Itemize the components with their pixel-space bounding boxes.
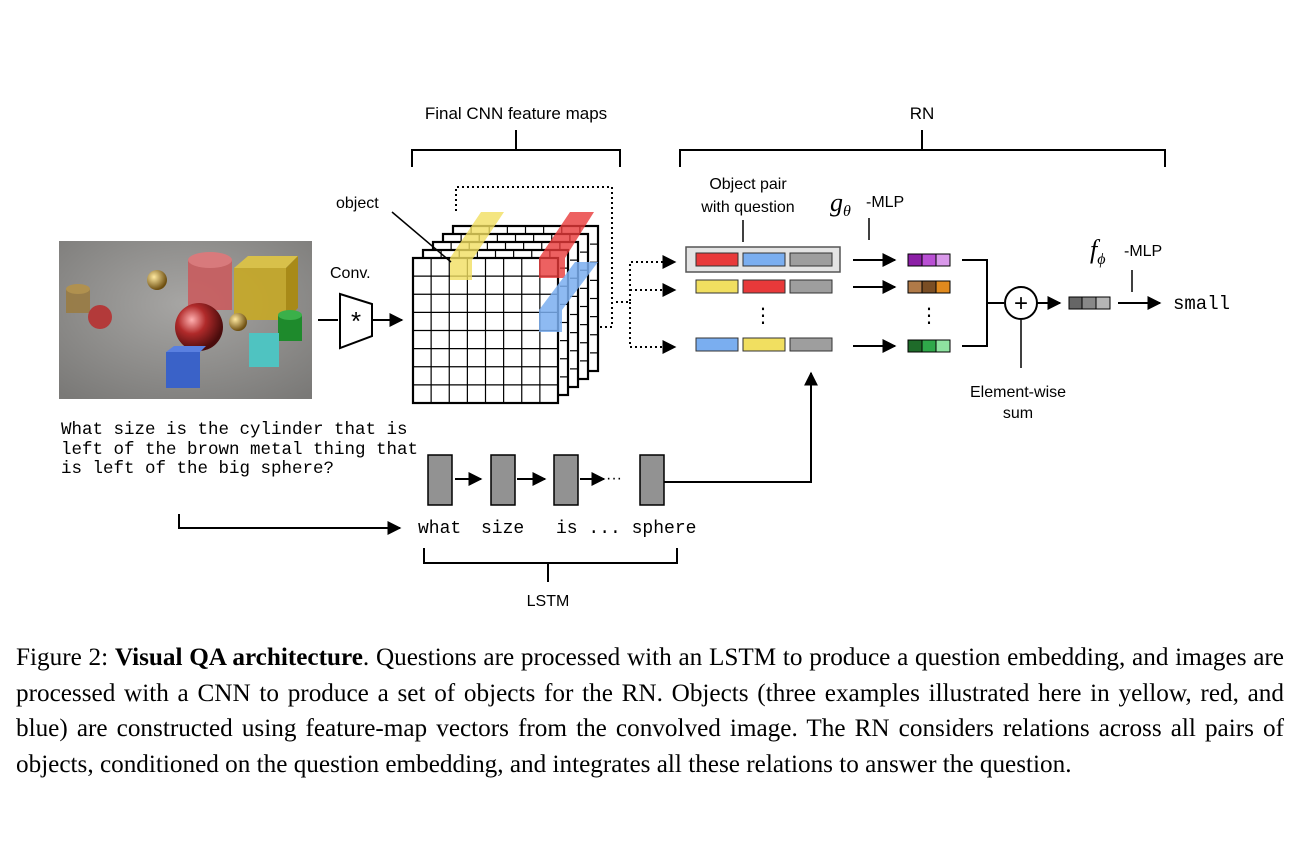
lstm-word-what: what [418,519,461,539]
caption-prefix: Figure 2: [16,644,115,671]
question-text: What size is the cylinder that is left o… [61,420,419,479]
cnn-bracket [411,130,621,167]
object-pair-label-line1: Object pair [709,176,787,193]
g-mlp-label: -MLP [866,194,904,211]
caption-body: . Questions are processed with an LSTM t… [16,644,1284,778]
lstm-label: LSTM [527,593,570,610]
architecture-diagram: * Conv. Final CNN feature maps object RN… [59,104,1230,610]
lstm-bracket [423,548,678,582]
lstm-cell [427,454,453,506]
conv-symbol: * [348,309,364,339]
element-wise-sum-line2: sum [1003,405,1033,422]
lstm-cell [639,454,665,506]
object-pair-rows [695,252,833,352]
gout-ellipsis: ⋮ [919,303,939,327]
yellow-object-highlight [450,212,504,280]
lstm-ellipsis: ··· [606,470,622,487]
g-output-vector [907,339,951,353]
lstm-word-rest: is ... sphere [556,519,696,539]
red-object-highlight [539,212,594,278]
element-wise-sum-line1: Element-wise [970,384,1066,401]
blue-object-highlight [539,262,598,332]
lstm-word-size: size [481,519,524,539]
object-pair-row [695,279,833,294]
lstm-cell [490,454,516,506]
lstm-cells [427,454,665,506]
cnn-bracket-label: Final CNN feature maps [425,104,607,123]
g-output-vectors [907,253,951,353]
answer-output: small [1173,293,1230,315]
rn-bracket [679,130,1166,167]
scene-image [59,241,312,399]
object-pair-label-line2: with question [700,199,794,216]
f-mlp-label: -MLP [1124,243,1162,260]
g-output-vector [907,280,951,294]
plus-symbol: + [1014,290,1028,317]
conv-label: Conv. [330,265,371,282]
g-theta-symbol: gθ [830,188,851,220]
object-label: object [336,195,379,212]
object-pair-row [695,252,833,267]
conv-trapezoid-icon [339,292,373,350]
rn-bracket-label: RN [910,104,935,123]
object-pair-row [695,337,833,352]
feature-map-layer [411,256,560,405]
pairs-ellipsis: ⋮ [753,303,773,327]
caption-title: Visual QA architecture [114,644,363,671]
figure-caption: Figure 2: Visual QA architecture. Questi… [16,640,1284,782]
lstm-cell [553,454,579,506]
g-output-vector [907,253,951,267]
feature-map-dotted-outline [455,186,613,328]
f-phi-symbol: fϕ [1090,235,1106,268]
